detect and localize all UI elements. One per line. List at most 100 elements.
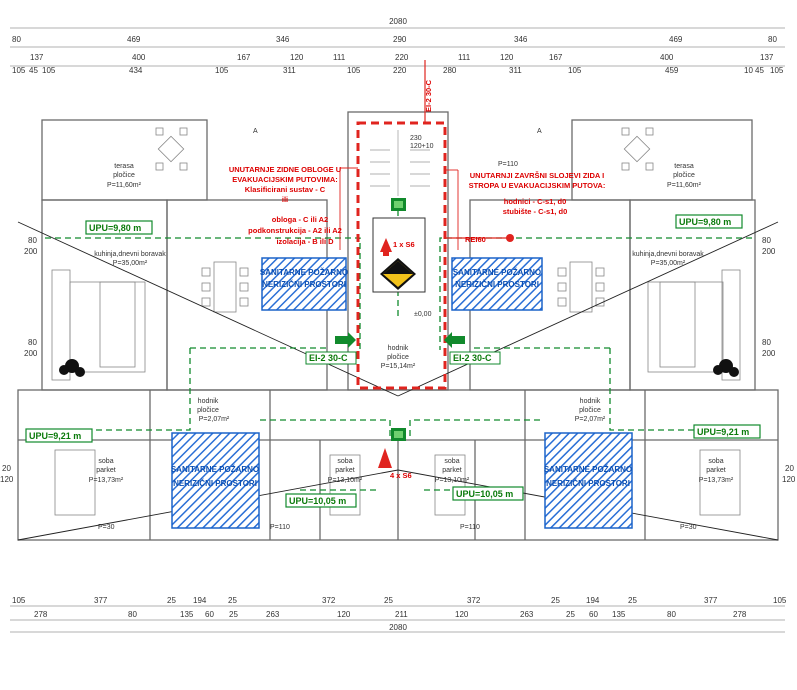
svg-text:120+10: 120+10 — [410, 143, 434, 150]
red-leaders — [339, 167, 459, 250]
top-dimensions — [10, 27, 785, 67]
svg-text:STROPA U EVAKUACIJSKIM PUTOVA:: STROPA U EVAKUACIJSKIM PUTOVA: — [469, 181, 606, 190]
bottom-dimensions — [10, 605, 785, 633]
svg-text:P=30: P=30 — [680, 524, 697, 531]
svg-text:UPU=9,21 m: UPU=9,21 m — [29, 431, 81, 441]
svg-text:105: 105 — [347, 66, 361, 75]
svg-text:izolacija - B ili D: izolacija - B ili D — [276, 237, 334, 246]
svg-text:194: 194 — [586, 596, 600, 605]
exit-sign-icon — [391, 198, 406, 441]
svg-text:45: 45 — [29, 66, 38, 75]
svg-text:220: 220 — [393, 66, 407, 75]
svg-text:25: 25 — [167, 596, 176, 605]
svg-text:parket: parket — [335, 467, 355, 474]
svg-text:10: 10 — [744, 66, 753, 75]
svg-text:434: 434 — [129, 66, 143, 75]
svg-text:P=13,73m²: P=13,73m² — [699, 477, 734, 484]
svg-text:SANITARNE POŽARNO: SANITARNE POŽARNO — [453, 268, 541, 277]
svg-text:400: 400 — [132, 53, 146, 62]
svg-text:25: 25 — [551, 596, 560, 605]
room-hall-left: hodnik pločice P=2,07m² — [197, 398, 230, 423]
svg-text:111: 111 — [458, 53, 471, 62]
svg-text:P=2,07m²: P=2,07m² — [199, 416, 230, 423]
svg-text:parket: parket — [96, 467, 116, 474]
upu-label-left-bottom: UPU=10,05 m — [285, 493, 357, 508]
svg-text:EI-2 30-C: EI-2 30-C — [453, 353, 492, 363]
svg-text:hodnik: hodnik — [580, 398, 601, 405]
svg-text:80: 80 — [762, 236, 771, 245]
svg-text:200: 200 — [24, 247, 38, 256]
svg-text:80: 80 — [28, 236, 37, 245]
svg-text:soba: soba — [98, 458, 113, 465]
svg-text:soba: soba — [444, 458, 459, 465]
svg-text:SANITARNE POŽARNO: SANITARNE POŽARNO — [260, 268, 348, 277]
svg-text:EI-2 30-C: EI-2 30-C — [309, 353, 348, 363]
svg-text:372: 372 — [322, 596, 336, 605]
svg-text:UPU=10,05 m: UPU=10,05 m — [456, 489, 513, 499]
beds — [54, 449, 741, 516]
room-hall-right: hodnik pločice P=2,07m² — [575, 398, 606, 423]
sanitary-zone-lower-right: SANITARNE POŽARNO NERIZIČNI PROSTORI — [544, 432, 633, 529]
svg-text:P=30: P=30 — [98, 524, 115, 531]
svg-text:obloga - C ili A2: obloga - C ili A2 — [272, 215, 328, 224]
svg-text:A: A — [253, 128, 258, 135]
svg-text:80: 80 — [28, 338, 37, 347]
svg-text:60: 60 — [589, 610, 598, 619]
svg-text:120: 120 — [455, 610, 469, 619]
upu-label-right-top: UPU=9,80 m — [675, 214, 743, 229]
room-bed-left-inner: soba parket P=13,10m² — [328, 458, 363, 484]
side-dimensions-right: 80 200 80 200 20 120 — [762, 236, 796, 484]
svg-text:200: 200 — [762, 349, 776, 358]
svg-text:hodnik: hodnik — [198, 398, 219, 405]
svg-text:SANITARNE POŽARNO: SANITARNE POŽARNO — [544, 465, 632, 474]
svg-text:120: 120 — [782, 475, 796, 484]
svg-text:105: 105 — [12, 66, 26, 75]
svg-text:P=13,10m²: P=13,10m² — [435, 477, 470, 484]
svg-text:167: 167 — [237, 53, 251, 62]
svg-text:parket: parket — [706, 467, 726, 474]
svg-text:pločice: pločice — [387, 354, 409, 361]
svg-text:80: 80 — [762, 338, 771, 347]
svg-text:290: 290 — [393, 35, 407, 44]
svg-text:terasa: terasa — [674, 163, 694, 170]
room-hall-center: hodnik pločice P=15,14m² — [381, 345, 416, 370]
svg-text:25: 25 — [628, 596, 637, 605]
svg-text:211: 211 — [395, 610, 408, 619]
hydrant-icon — [380, 258, 416, 290]
svg-text:P=110: P=110 — [460, 524, 480, 531]
svg-text:278: 278 — [733, 610, 747, 619]
svg-text:UNUTARNJE ZIDNE OBLOGE U: UNUTARNJE ZIDNE OBLOGE U — [229, 165, 341, 174]
rei-label: REI60 — [465, 235, 486, 244]
svg-text:P=13,73m²: P=13,73m² — [89, 477, 124, 484]
dim-top-row1: 80 469 346 290 346 469 80 — [12, 35, 777, 44]
svg-text:135: 135 — [180, 610, 194, 619]
svg-text:137: 137 — [760, 53, 774, 62]
svg-text:P=13,10m²: P=13,10m² — [328, 477, 363, 484]
svg-text:377: 377 — [94, 596, 108, 605]
svg-text:105: 105 — [12, 596, 26, 605]
svg-text:P=110: P=110 — [498, 161, 518, 168]
svg-text:105: 105 — [770, 66, 784, 75]
svg-text:25: 25 — [229, 610, 238, 619]
svg-text:parket: parket — [442, 467, 462, 474]
dining-table-left — [201, 261, 249, 313]
dim-bottom-row1: 105 377 25 194 25 372 25 372 25 194 25 3… — [12, 596, 787, 605]
ei-label-left: EI-2 30-C — [305, 351, 357, 365]
svg-text:UPU=10,05 m: UPU=10,05 m — [289, 496, 346, 506]
svg-text:NERIZIČNI PROSTORI: NERIZIČNI PROSTORI — [262, 280, 346, 289]
room-bed-right-inner: soba parket P=13,10m² — [435, 458, 470, 484]
svg-text:Klasificirani sustav - C: Klasificirani sustav - C — [245, 185, 326, 194]
svg-text:ili: ili — [282, 195, 288, 204]
svg-text:278: 278 — [34, 610, 48, 619]
svg-text:80: 80 — [667, 610, 676, 619]
svg-text:120: 120 — [290, 53, 304, 62]
room-terrace-right: terasa pločice P=11,60m² — [667, 163, 702, 189]
note-finishing-layers: UNUTARNJI ZAVRŠNI SLOJEVI ZIDA I STROPA … — [469, 171, 606, 216]
kitchen-counters — [51, 269, 741, 381]
svg-text:105: 105 — [568, 66, 582, 75]
svg-text:P=110: P=110 — [270, 524, 290, 531]
svg-text:terasa: terasa — [114, 163, 134, 170]
ei-label-right: EI-2 30-C — [449, 351, 501, 365]
svg-text:80: 80 — [768, 35, 777, 44]
svg-text:111: 111 — [333, 53, 346, 62]
